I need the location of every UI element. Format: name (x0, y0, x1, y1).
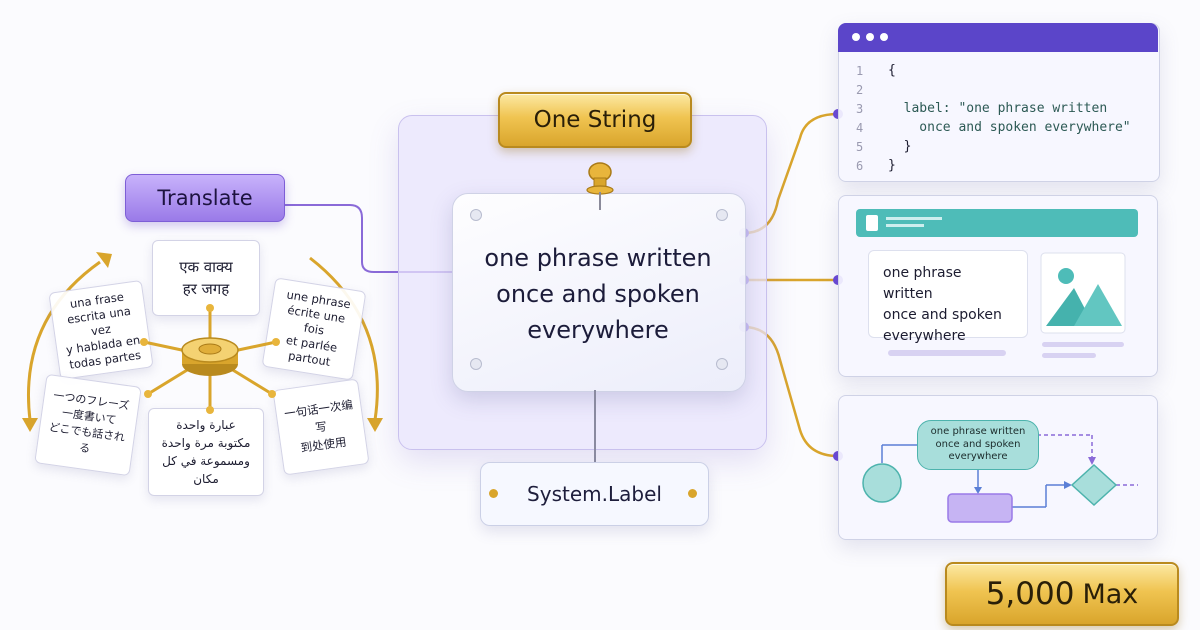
image-placeholder-icon (1040, 252, 1126, 334)
ui-footer-bar (1042, 353, 1096, 358)
code-body: { label: "one phrase written once and sp… (888, 63, 1131, 177)
phrase-line: everywhere (527, 316, 669, 344)
card-line: ومسموعة في كل مكان (162, 454, 250, 486)
ui-text-card: one phrase written once and spoken every… (868, 250, 1028, 344)
translate-badge: Translate (125, 174, 285, 222)
lang-card-hindi: एक वाक्य हर जगह (152, 240, 260, 316)
ui-line: once and spoken (883, 307, 1002, 323)
screw-icon (716, 358, 728, 370)
flow-process-node: one phrase written once and spoken every… (917, 420, 1039, 470)
ui-header-line (886, 224, 924, 227)
phrase-line: one phrase written (484, 244, 712, 272)
ui-header-logo-icon (866, 215, 878, 231)
thumbtack-icon (586, 162, 614, 210)
lang-card-arabic: عبارة واحدة مكتوبة مرة واحدة ومسموعة في كل… (148, 408, 264, 496)
cycle-arrow-right (309, 256, 379, 421)
flow-line: everywhere (948, 451, 1008, 463)
ui-line: everywhere (883, 328, 966, 344)
code-line (888, 82, 1131, 101)
lang-card-japanese: 一つのフレーズ一度書いてどこでも話される (34, 373, 142, 477)
code-line: } (888, 158, 896, 173)
gold-hub-icon (140, 304, 280, 414)
screw-icon (716, 209, 728, 221)
translate-label: Translate (157, 186, 253, 210)
system-label-card: System.Label (480, 462, 709, 526)
line-number: 2 (856, 83, 864, 97)
gold-dot-icon (489, 489, 498, 498)
code-line: once and spoken everywhere" (888, 120, 1131, 135)
flow-arrows (862, 434, 1138, 523)
card-line: एक वाक्य (179, 258, 233, 276)
ui-footer-bar (888, 350, 1006, 356)
code-gutter: 1 2 3 4 5 6 (856, 64, 870, 178)
line-number: 5 (856, 140, 864, 154)
ui-footer-bar (1042, 342, 1124, 347)
code-line: { (888, 63, 896, 78)
gold-dot-icon (688, 489, 697, 498)
system-label-text: System.Label (527, 482, 662, 506)
one-string-title: One String (533, 107, 657, 133)
flow-line: one phrase written (930, 426, 1026, 438)
card-line: مكتوبة مرة واحدة (161, 436, 251, 450)
line-number: 6 (856, 159, 864, 173)
ui-line: one phrase written (883, 265, 962, 302)
window-dot-icon (852, 33, 860, 41)
code-line: } (888, 139, 912, 154)
main-phrase: one phrase written once and spoken every… (462, 240, 734, 348)
translate-connector (283, 204, 452, 273)
screw-icon (470, 209, 482, 221)
code-line: label: "one phrase written (888, 101, 1108, 116)
window-dot-icon (866, 33, 874, 41)
window-dot-icon (880, 33, 888, 41)
card-line: हर जगह (182, 280, 230, 298)
one-string-badge: One String (498, 92, 692, 148)
line-number: 3 (856, 102, 864, 116)
ui-header-line (886, 217, 942, 220)
flow-line: once and spoken (935, 438, 1021, 450)
code-title-bar (838, 23, 1158, 52)
screw-icon (470, 358, 482, 370)
cycle-arrow-left (26, 260, 101, 421)
max-unit: Max (1082, 578, 1139, 610)
ui-header-bar (856, 209, 1138, 237)
phrase-line: once and spoken (496, 280, 700, 308)
line-number: 1 (856, 64, 864, 78)
max-number: 5,000 (985, 576, 1075, 612)
system-label-stem (594, 390, 596, 462)
max-length-badge: 5,000 Max (945, 562, 1179, 626)
line-number: 4 (856, 121, 864, 135)
card-line: عبارة واحدة (176, 418, 236, 432)
main-phrase-card (452, 193, 746, 392)
